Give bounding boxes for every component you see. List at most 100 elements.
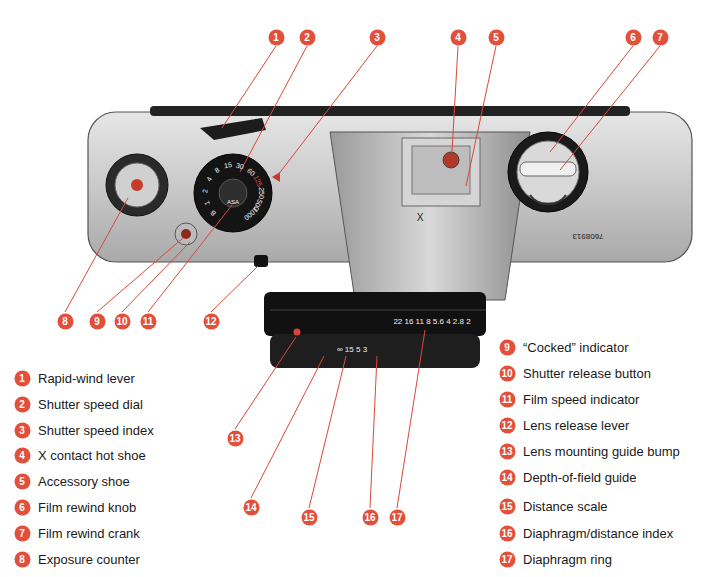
- callout-number-text: 5: [14, 473, 31, 490]
- callout-number-text: 16: [499, 525, 516, 542]
- hot-shoe-contact: [443, 152, 459, 168]
- callout-number-text: 10: [114, 313, 131, 330]
- callout-number-text: 2: [14, 396, 31, 413]
- shutter-speed: 30: [236, 162, 245, 171]
- callout-number-text: 2: [299, 29, 316, 46]
- callout-number-text: 4: [450, 29, 467, 46]
- callout-number-text: 4: [14, 447, 31, 464]
- body-back: [150, 106, 630, 116]
- shutter-speed: 4: [205, 176, 213, 183]
- callout-number-text: 1: [268, 29, 285, 46]
- callout-number: 13: [227, 430, 244, 447]
- callout-number-text: 14: [499, 469, 516, 486]
- callout-number-text: 10: [499, 365, 516, 382]
- accessory-shoe: [402, 138, 480, 206]
- shoe-rail: [412, 146, 470, 194]
- callout-number-text: 15: [301, 509, 318, 526]
- callout-number-text: 9: [499, 339, 516, 356]
- callout-number-text: 8: [57, 313, 74, 330]
- callout-number: 2: [14, 396, 31, 413]
- callout-number: 3: [369, 29, 386, 46]
- callout-number-text: 6: [14, 499, 31, 516]
- exposure-counter: [106, 154, 168, 216]
- part-name: “Cocked” indicator: [523, 341, 629, 354]
- callout-number: 9: [499, 339, 516, 356]
- part-name: Lens release lever: [523, 419, 629, 432]
- cocked-indicator: [181, 229, 191, 239]
- callout-number: 1: [14, 370, 31, 387]
- callout-number: 14: [243, 499, 260, 516]
- callout-number: 14: [499, 469, 516, 486]
- ring-groove: [270, 310, 486, 311]
- hot-shoe-mark: X: [417, 213, 424, 223]
- callout-number: 8: [14, 551, 31, 568]
- callout-number: 3: [14, 422, 31, 439]
- callout-number: 16: [499, 525, 516, 542]
- rewind-crank: [520, 162, 576, 176]
- focus-ring: [270, 334, 480, 368]
- shutter-speed: 500: [253, 198, 264, 212]
- part-name: Rapid-wind lever: [38, 372, 135, 385]
- shutter-speed: B: [209, 209, 217, 217]
- callout-number-text: 7: [14, 525, 31, 542]
- callout-number-text: 5: [488, 29, 505, 46]
- callout-number: 8: [57, 313, 74, 330]
- callout-number-text: 11: [499, 391, 516, 408]
- callout-number: 15: [499, 498, 516, 515]
- shutter-speed: 2: [201, 188, 208, 193]
- callout-number-text: 17: [389, 509, 406, 526]
- shutter-speed: 1: [203, 200, 211, 206]
- part-name: Diaphragm/distance index: [523, 527, 673, 540]
- callout-number-text: 17: [499, 551, 516, 568]
- callout-number: 10: [114, 313, 131, 330]
- callout-number: 11: [499, 391, 516, 408]
- shutter-speed: 250: [258, 187, 265, 199]
- rewind-knob: [508, 132, 588, 212]
- callout-number-text: 13: [499, 443, 516, 460]
- callout-number-text: 7: [652, 29, 669, 46]
- callout-number: 7: [652, 29, 669, 46]
- callout-number: 2: [299, 29, 316, 46]
- callout-number-text: 6: [625, 29, 642, 46]
- callout-number: 12: [499, 417, 516, 434]
- callout-number-text: 12: [203, 313, 220, 330]
- callout-number-text: 15: [499, 498, 516, 515]
- callout-number: 9: [89, 313, 106, 330]
- rewind-face: [517, 141, 579, 203]
- part-name: Depth-of-field guide: [523, 471, 636, 484]
- part-name: Shutter speed index: [38, 424, 154, 437]
- rewind-arrow: [530, 195, 566, 204]
- part-name: Accessory shoe: [38, 475, 130, 488]
- callout-number-text: 16: [362, 509, 379, 526]
- shutter-dial: [194, 154, 272, 232]
- callout-number-text: 13: [227, 430, 244, 447]
- part-name: Film rewind knob: [38, 501, 136, 514]
- mount-bump: [294, 329, 301, 336]
- part-name: Distance scale: [523, 500, 608, 513]
- dial-center: [219, 179, 247, 207]
- callout-number-text: 12: [499, 417, 516, 434]
- part-name: Shutter speed dial: [38, 398, 143, 411]
- part-name: Exposure counter: [38, 553, 140, 566]
- callout-number-text: 9: [89, 313, 106, 330]
- distance-scale: ∞ 15 5 3: [337, 346, 367, 354]
- callout-number: 5: [14, 473, 31, 490]
- part-name: Film rewind crank: [38, 527, 140, 540]
- callout-number: 4: [14, 447, 31, 464]
- wind-lever: [200, 118, 266, 140]
- shutter-speed: 125: [253, 174, 264, 188]
- aperture-scale: 22 16 11 8 5.6 4 2.8 2: [393, 318, 470, 326]
- lens-barrel: [264, 292, 486, 336]
- prism-housing: [330, 132, 530, 300]
- counter-window: [115, 163, 159, 207]
- part-name: X contact hot shoe: [38, 449, 146, 462]
- counter-mark: [131, 179, 143, 191]
- callout-number: 6: [625, 29, 642, 46]
- callout-number: 1: [268, 29, 285, 46]
- callout-number: 6: [14, 499, 31, 516]
- callout-number-text: 11: [140, 313, 157, 330]
- part-name: Shutter release button: [523, 367, 651, 380]
- callout-number: 17: [389, 509, 406, 526]
- part-name: Lens mounting guide bump: [523, 445, 680, 458]
